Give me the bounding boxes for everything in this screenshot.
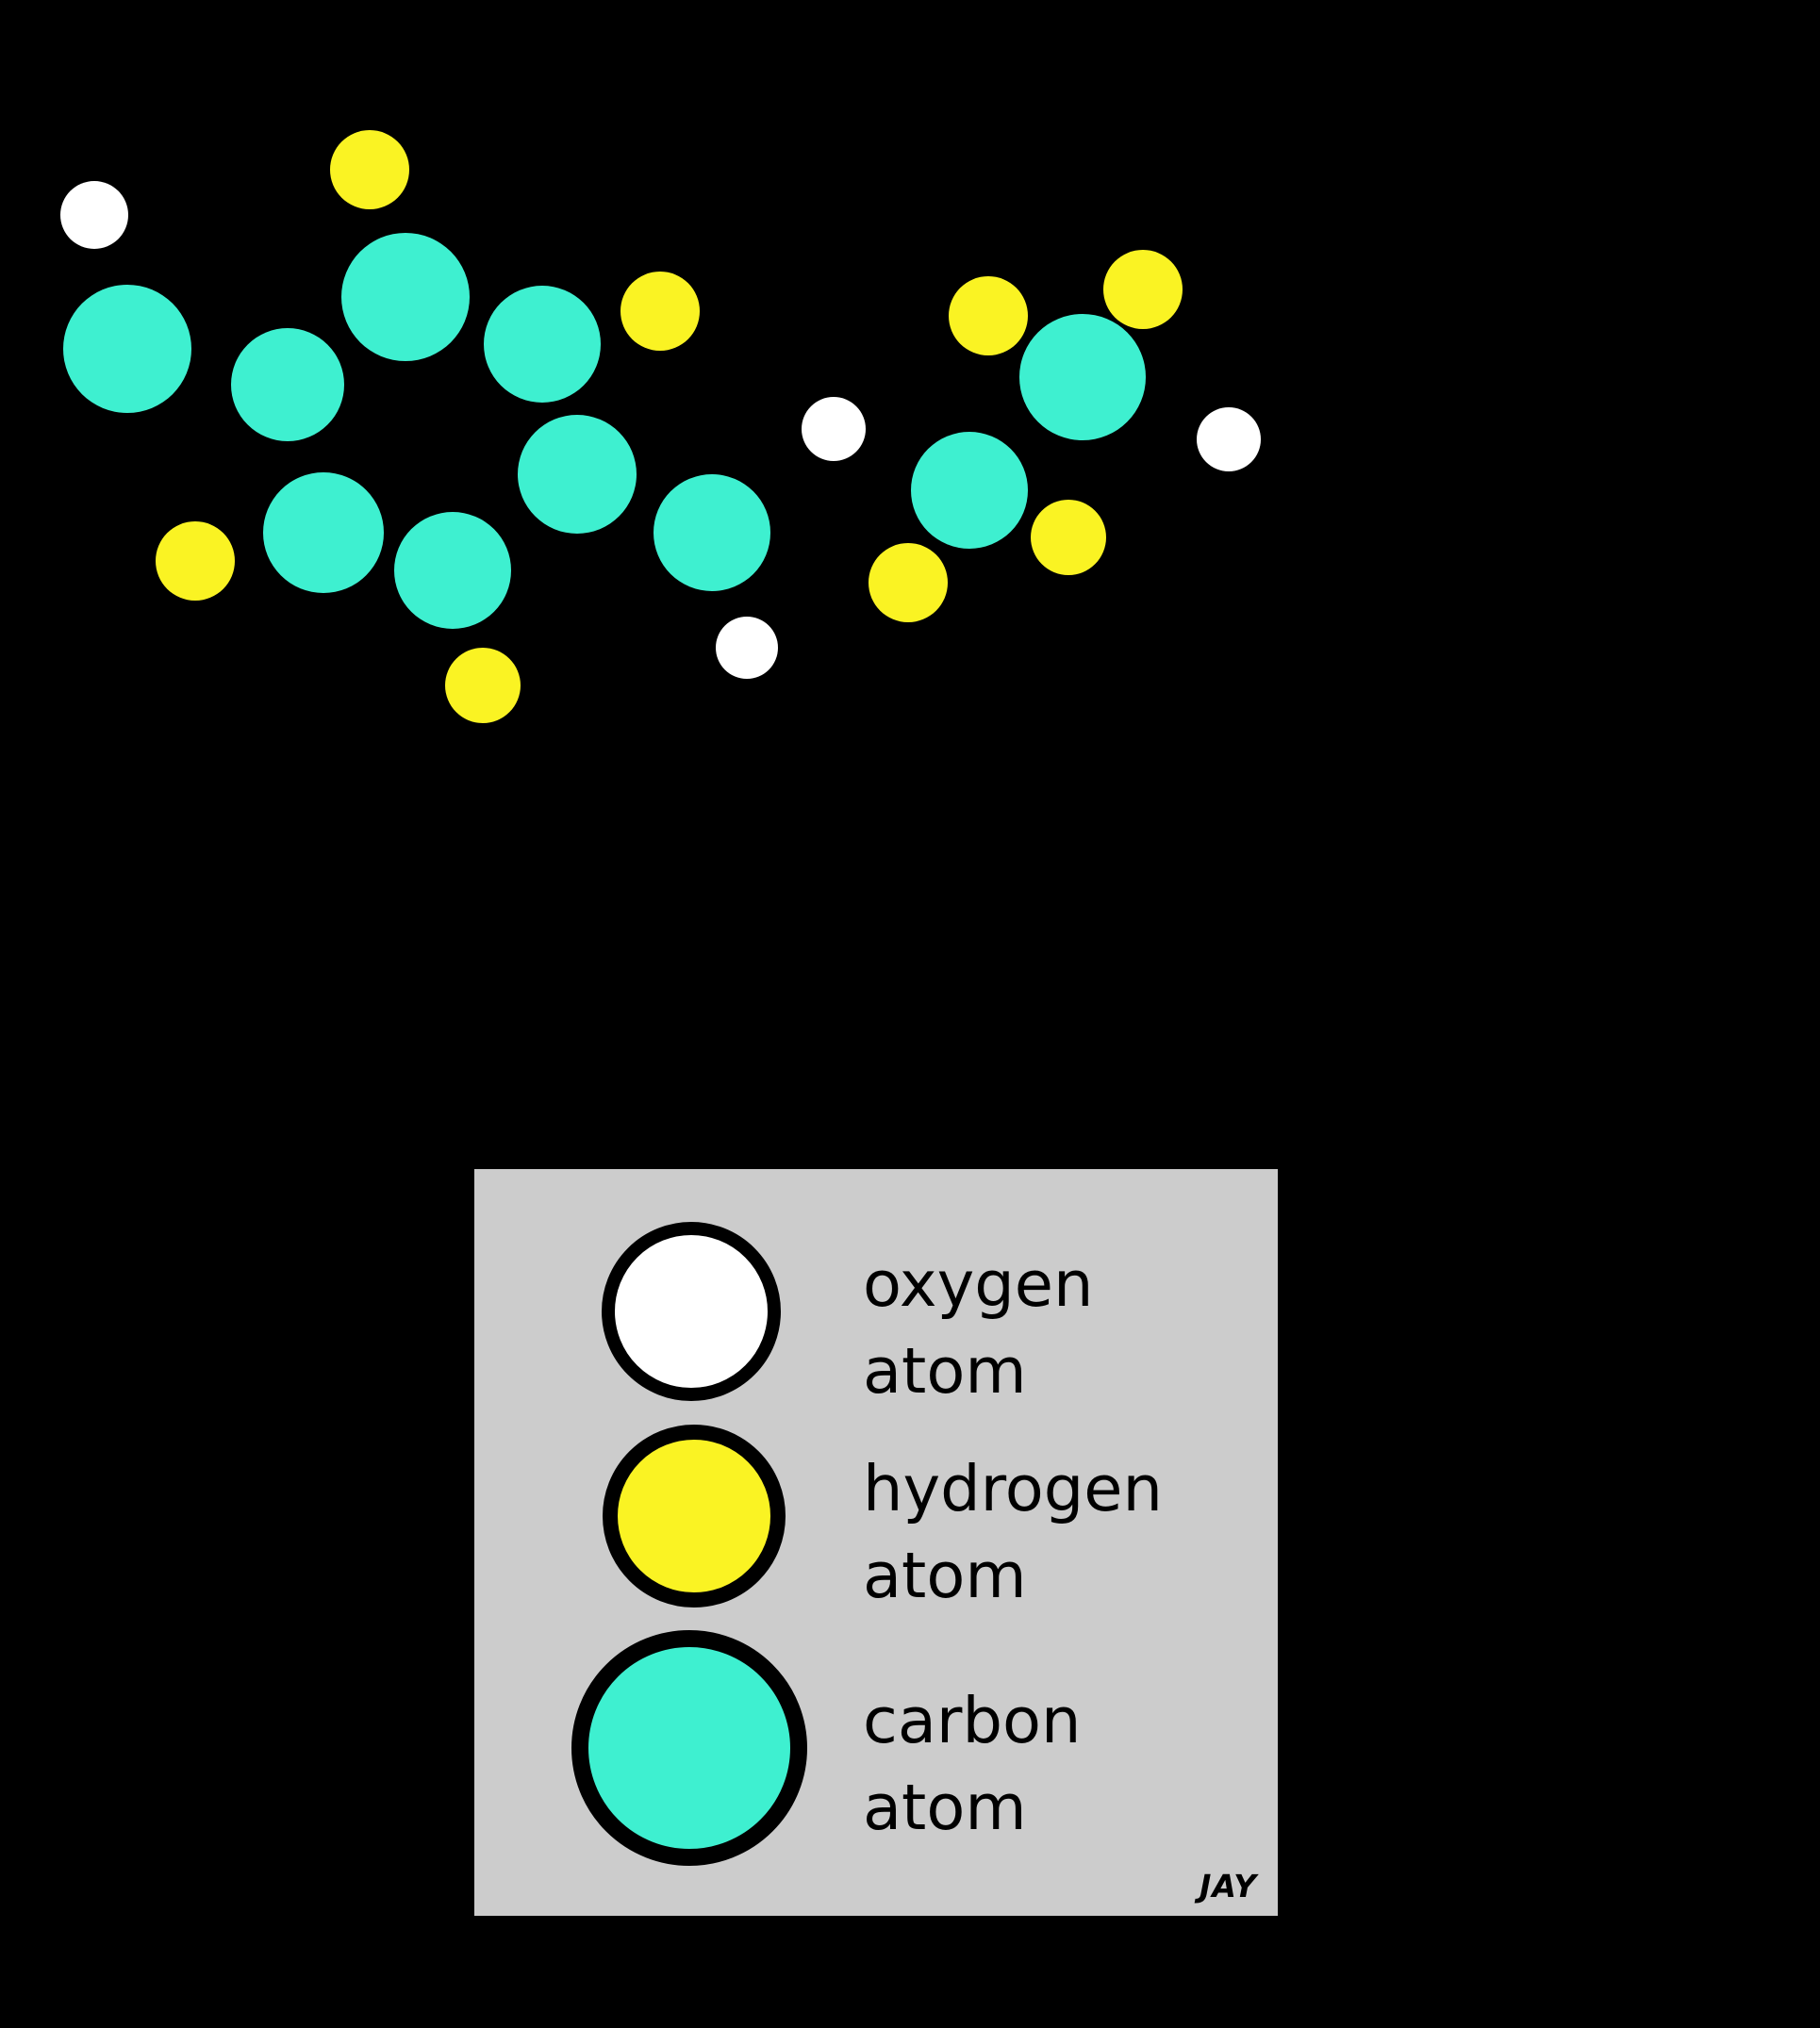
atom-carbon bbox=[484, 286, 601, 403]
atom-oxygen bbox=[716, 617, 778, 679]
atom-oxygen bbox=[1197, 407, 1261, 471]
atom-hydrogen bbox=[1103, 250, 1183, 329]
atom-carbon bbox=[911, 432, 1028, 549]
atom-carbon bbox=[63, 285, 191, 413]
atom-hydrogen bbox=[156, 521, 235, 601]
legend-label-carbon-line2: atom bbox=[863, 1771, 1027, 1844]
atom-hydrogen bbox=[620, 272, 700, 351]
legend-label-carbon-line1: carbon bbox=[863, 1684, 1082, 1757]
legend-swatch-oxygen bbox=[602, 1222, 781, 1401]
legend-label-hydrogen: hydrogen atom bbox=[863, 1445, 1163, 1619]
atom-oxygen bbox=[802, 397, 866, 461]
legend-label-hydrogen-line2: atom bbox=[863, 1539, 1027, 1612]
legend-label-oxygen: oxygen atom bbox=[863, 1241, 1093, 1414]
legend-label-carbon: carbon atom bbox=[863, 1677, 1081, 1851]
atom-carbon bbox=[263, 472, 384, 593]
atom-hydrogen bbox=[949, 276, 1028, 355]
atom-carbon bbox=[394, 512, 511, 629]
atom-hydrogen bbox=[330, 130, 409, 209]
atom-hydrogen bbox=[445, 648, 521, 723]
atom-hydrogen bbox=[869, 543, 948, 622]
artist-signature: JAY bbox=[1200, 1868, 1257, 1904]
legend-label-oxygen-line1: oxygen bbox=[863, 1247, 1094, 1321]
atom-carbon bbox=[341, 233, 470, 361]
legend-panel: oxygen atom hydrogen atom carbon atom JAY bbox=[474, 1169, 1278, 1916]
atom-hydrogen bbox=[1031, 500, 1106, 575]
legend-swatch-hydrogen bbox=[603, 1425, 786, 1608]
atom-carbon bbox=[231, 328, 344, 441]
atom-carbon bbox=[518, 415, 637, 534]
legend-label-oxygen-line2: atom bbox=[863, 1334, 1027, 1408]
atom-carbon bbox=[654, 474, 770, 591]
atom-oxygen bbox=[60, 181, 128, 249]
atom-carbon bbox=[1019, 314, 1146, 440]
legend-label-hydrogen-line1: hydrogen bbox=[863, 1452, 1163, 1525]
legend-swatch-carbon bbox=[571, 1630, 807, 1866]
